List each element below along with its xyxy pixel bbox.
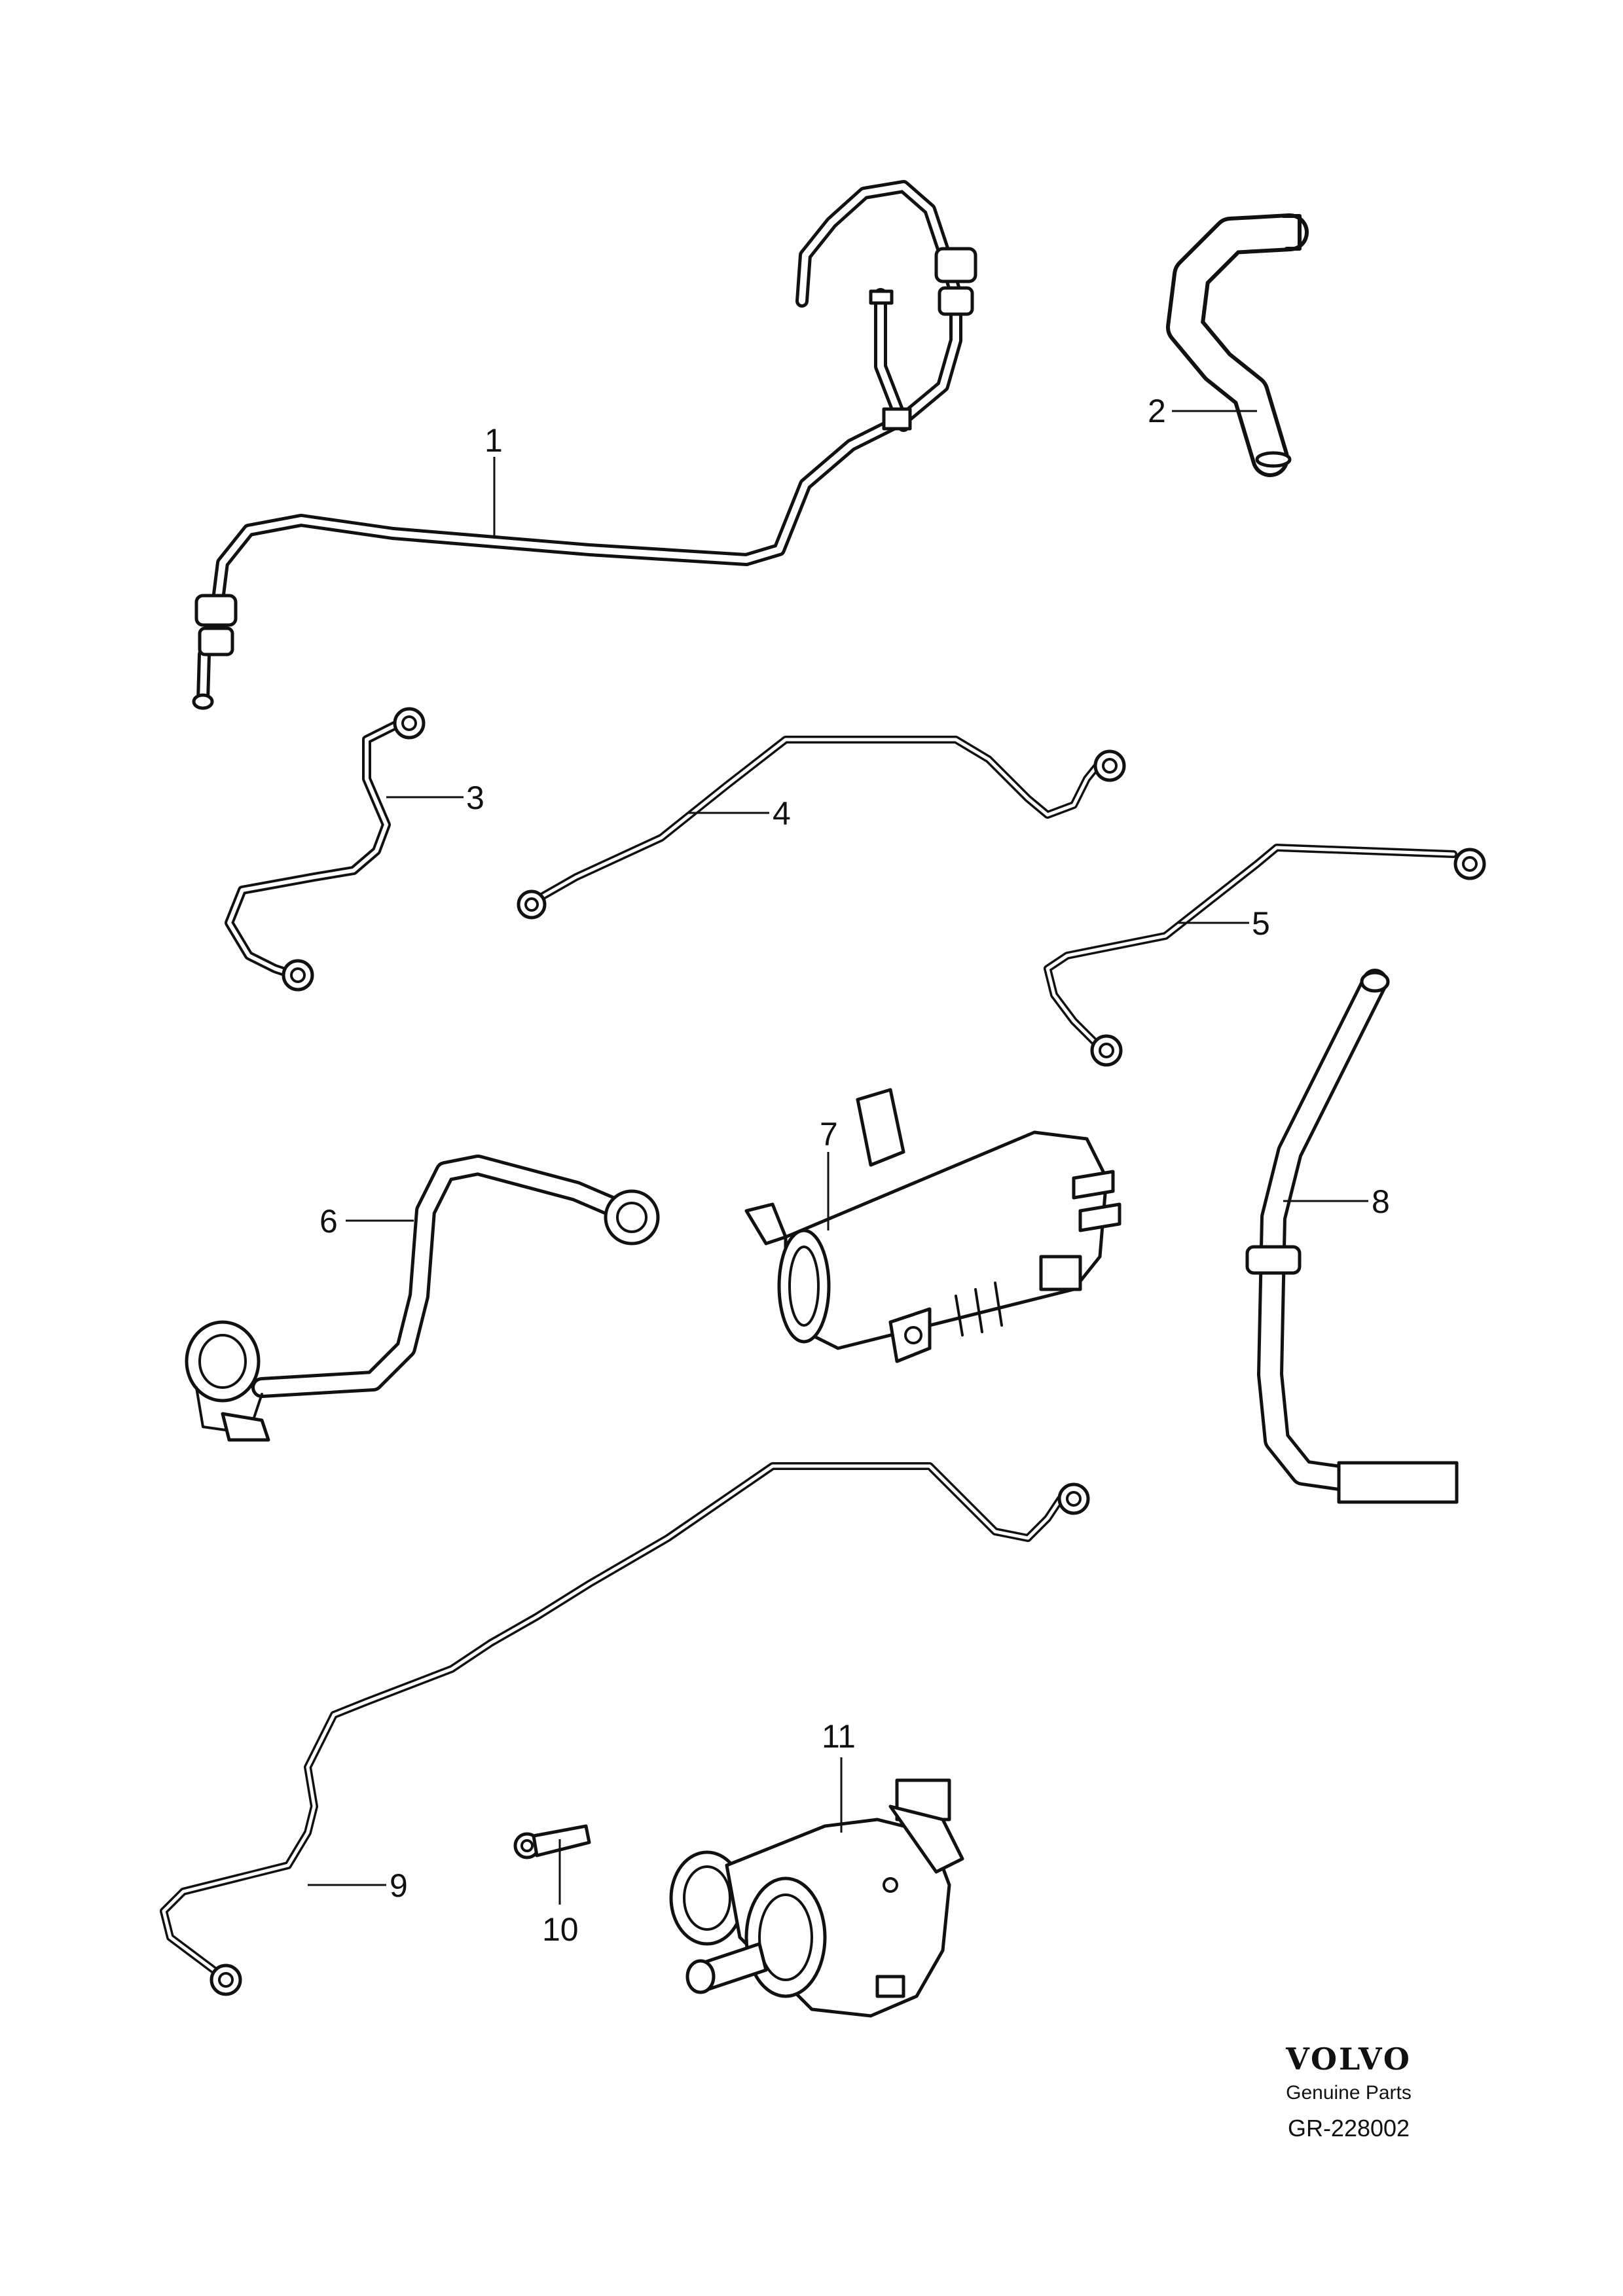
part-4-vacuum-line	[517, 736, 1126, 920]
part-2-curved-hose	[1166, 213, 1309, 477]
part-7-valve-canister	[744, 1088, 1122, 1363]
callout-5: 5	[1252, 905, 1270, 942]
callout-6: 6	[319, 1203, 338, 1240]
callout-labels: 1 2 3 4 5 6 7 8 9 10 11	[319, 393, 1390, 1948]
diagram-reference: GR-228002	[1287, 2115, 1410, 2142]
part-1-vacuum-pipe	[192, 180, 977, 710]
callout-1: 1	[484, 422, 503, 459]
part-5-vacuum-line	[1044, 844, 1486, 1067]
brand-subtitle: Genuine Parts	[1286, 2082, 1412, 2104]
part-3-vacuum-line	[225, 707, 426, 992]
part-8-long-hose	[1245, 969, 1459, 1504]
callout-11: 11	[822, 1718, 856, 1755]
part-10-bolt	[513, 1824, 591, 1859]
callout-9: 9	[390, 1867, 408, 1904]
callout-leaders	[308, 410, 1368, 1905]
callout-3: 3	[466, 780, 484, 816]
volvo-logo: VOLVO	[1286, 2041, 1412, 2077]
part-11-solenoid-valve	[669, 1778, 964, 2018]
part-6-hose-with-connector	[185, 1155, 660, 1442]
brand-block: VOLVO Genuine Parts GR-228002	[1244, 2042, 1453, 2143]
callout-2: 2	[1148, 393, 1166, 429]
callout-4: 4	[773, 795, 791, 832]
callout-7: 7	[820, 1116, 838, 1153]
callout-10: 10	[542, 1911, 579, 1948]
part-9-vacuum-line	[160, 1462, 1090, 1996]
callout-8: 8	[1372, 1183, 1390, 1220]
